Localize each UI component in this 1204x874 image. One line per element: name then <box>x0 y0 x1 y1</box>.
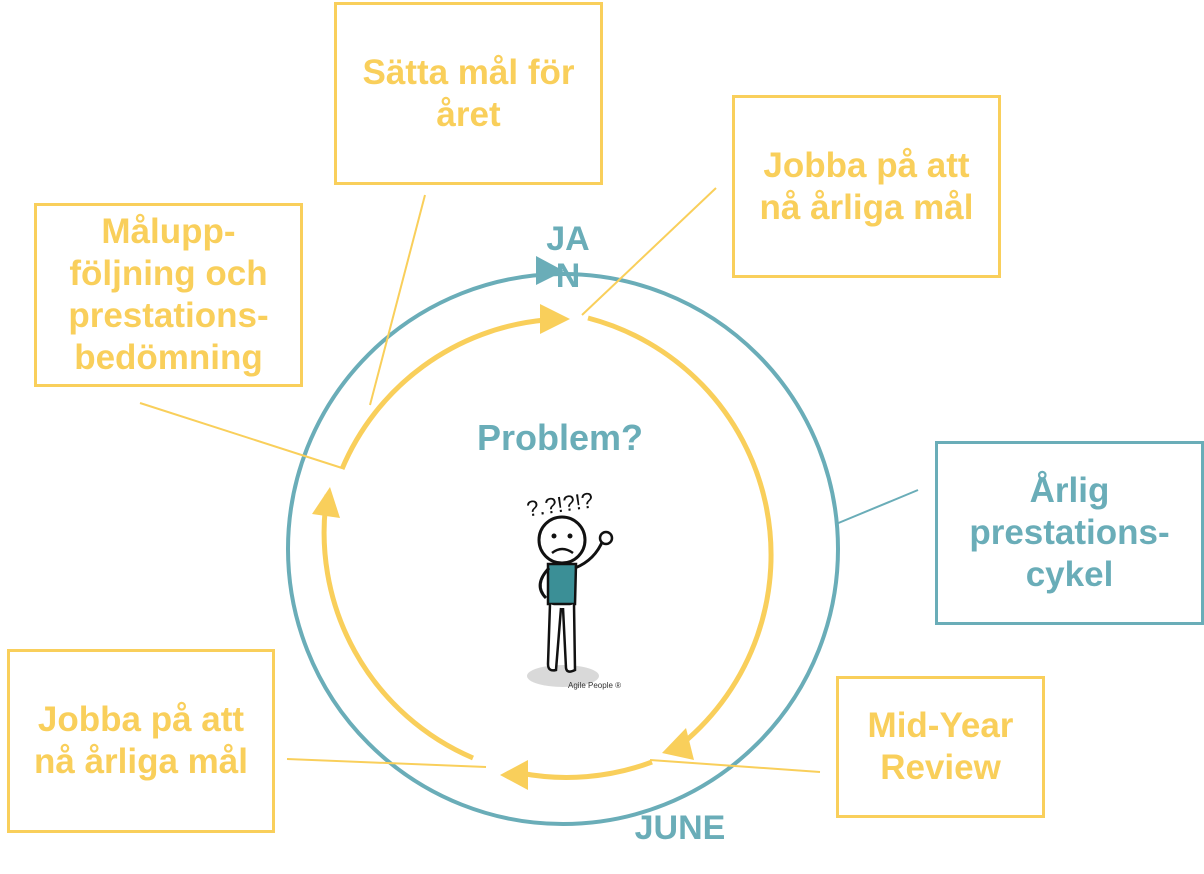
box-follow-up: Målupp-följning och prestations-bedömnin… <box>34 203 303 387</box>
connector-set-goals <box>369 194 426 406</box>
jan-arrow-head <box>536 256 564 285</box>
yellow-arc-bottom <box>519 759 653 780</box>
connector-follow-up <box>139 402 343 469</box>
yellow-arc-left <box>321 494 474 761</box>
label-june: JUNE <box>634 809 726 847</box>
box-set-goals: Sätta mål för året <box>334 2 603 185</box>
connector-work-goals-bottom <box>286 758 487 768</box>
connector-cycle <box>835 489 919 525</box>
yellow-arc-top-left <box>339 317 546 470</box>
outer-cycle-circle <box>286 272 840 826</box>
center-question: Problem? <box>476 417 644 458</box>
box-work-goals-bottom: Jobba på att nå årliga mål <box>7 649 275 833</box>
connector-work-goals-top <box>581 187 717 316</box>
yellow-arc-top-right <box>587 315 774 746</box>
connector-mid-year <box>649 759 821 773</box>
arrow-head-top <box>540 304 570 334</box>
arrow-head-bottom <box>500 760 528 790</box>
box-mid-year-review: Mid-Year Review <box>836 676 1045 818</box>
confused-person-icon: ?.?!?!? Agile People ® <box>525 487 621 690</box>
illustration-credit: Agile People ® <box>568 681 621 690</box>
arrow-head-right <box>662 728 694 760</box>
box-annual-cycle: Årlig prestations-cykel <box>935 441 1204 625</box>
label-jan: JA N <box>546 220 590 296</box>
arrow-head-left <box>312 487 340 518</box>
box-work-goals-top: Jobba på att nå årliga mål <box>732 95 1001 278</box>
